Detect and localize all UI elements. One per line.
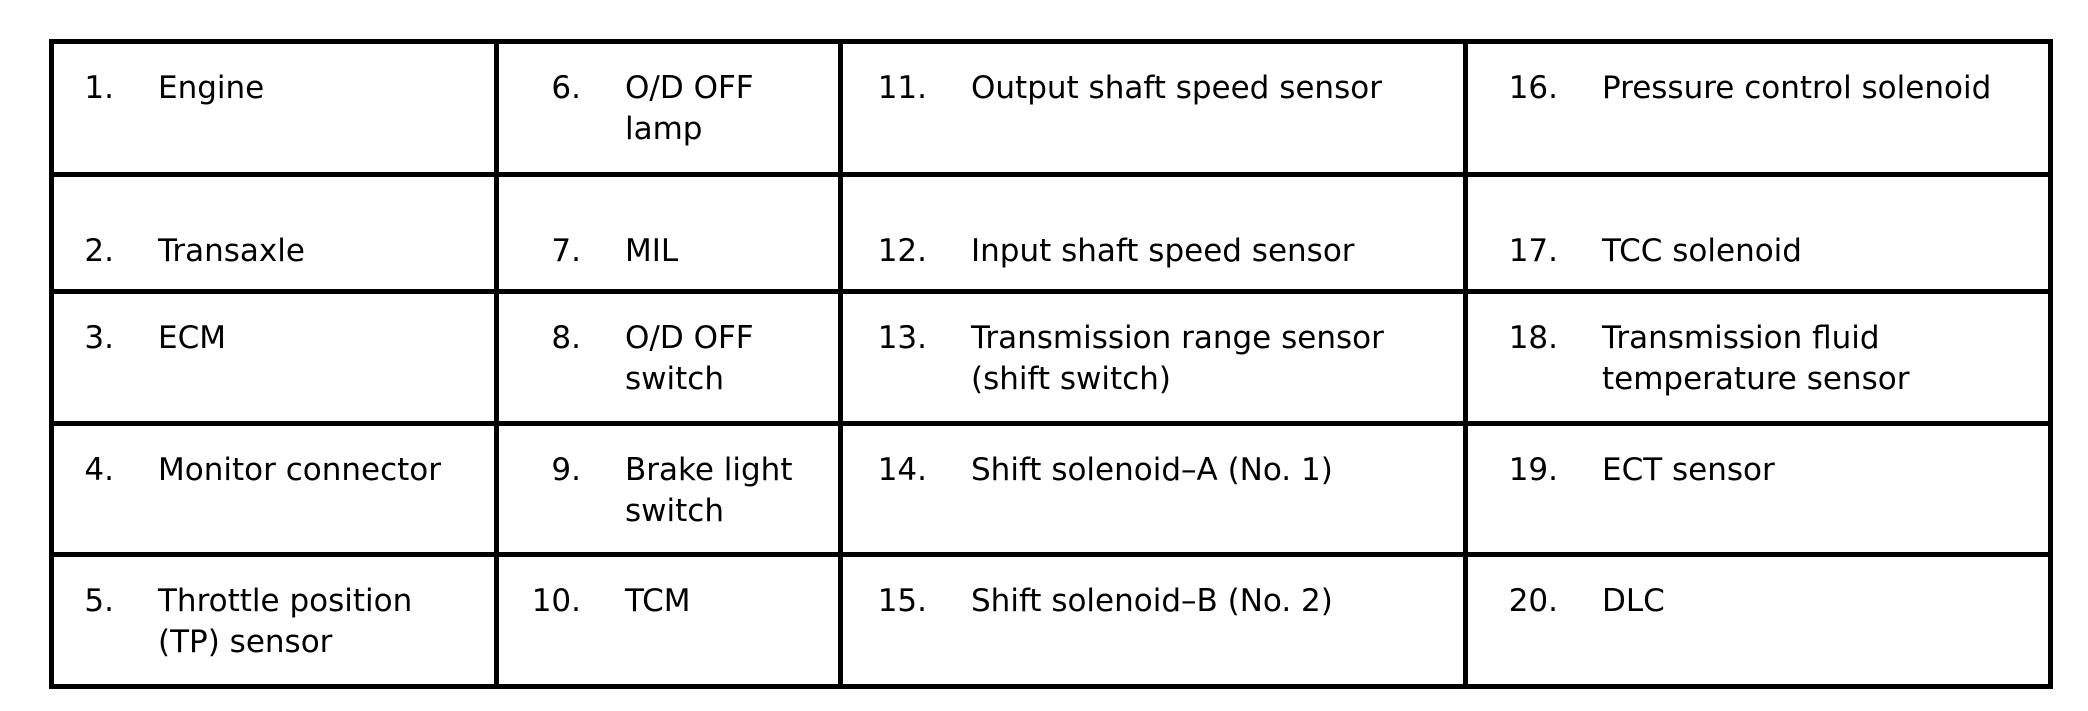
item-number: 2. — [84, 233, 114, 269]
item-label: Monitor connector — [158, 452, 441, 488]
legend-cell: 10. TCM — [494, 552, 843, 689]
component-legend-table: 1. Engine 6. O/D OFF lamp 11. Output shaft … — [49, 39, 2053, 689]
item-label: Brake light switch — [625, 452, 793, 529]
item-number: 14. — [877, 452, 927, 488]
legend-cell: 7. MIL — [494, 172, 843, 294]
legend-cell: 8. O/D OFF switch — [494, 289, 843, 426]
legend-cell: 13. Transmission range sensor (shift swit… — [838, 289, 1468, 426]
legend-cell: 16. Pressure control solenoid — [1463, 39, 2053, 177]
item-number: 20. — [1508, 583, 1558, 619]
item-number: 9. — [551, 452, 581, 488]
item-number: 19. — [1508, 452, 1558, 488]
item-number: 18. — [1508, 320, 1558, 356]
item-label: ECM — [158, 320, 226, 356]
table-row: 2. Transaxle 7. MIL 12. Input shaft speed s… — [49, 172, 2053, 294]
item-label: Engine — [158, 70, 265, 106]
item-number: 1. — [84, 70, 114, 106]
legend-cell: 20. DLC — [1463, 552, 2053, 689]
item-number: 16. — [1508, 70, 1558, 106]
item-number: 13. — [877, 320, 927, 356]
item-number: 4. — [84, 452, 114, 488]
legend-cell: 14. Shift solenoid–A (No. 1) — [838, 421, 1468, 557]
item-label: O/D OFF switch — [625, 320, 754, 397]
legend-cell: 1. Engine — [49, 39, 499, 177]
item-label: Pressure control solenoid — [1602, 70, 1992, 106]
item-number: 12. — [877, 233, 927, 269]
item-label: Transmission range sensor (shift switch) — [971, 320, 1384, 397]
item-label: Transmission fluid temperature sensor — [1602, 320, 1910, 397]
item-label: MIL — [625, 233, 679, 269]
item-number: 6. — [551, 70, 581, 106]
item-label: TCM — [625, 583, 691, 619]
item-number: 5. — [84, 583, 114, 619]
item-number: 11. — [877, 70, 927, 106]
item-number: 15. — [877, 583, 927, 619]
legend-cell: 19. ECT sensor — [1463, 421, 2053, 557]
table-row: 5. Throttle position (TP) sensor 10. TCM 1… — [49, 552, 2053, 689]
item-number: 3. — [84, 320, 114, 356]
legend-cell: 11. Output shaft speed sensor — [838, 39, 1468, 177]
legend-cell: 6. O/D OFF lamp — [494, 39, 843, 177]
legend-cell: 4. Monitor connector — [49, 421, 499, 557]
legend-cell: 18. Transmission fluid temperature sensor — [1463, 289, 2053, 426]
legend-cell: 3. ECM — [49, 289, 499, 426]
table-row: 1. Engine 6. O/D OFF lamp 11. Output shaft … — [49, 39, 2053, 177]
legend-cell: 12. Input shaft speed sensor — [838, 172, 1468, 294]
item-label: Output shaft speed sensor — [971, 70, 1382, 106]
legend-cell: 5. Throttle position (TP) sensor — [49, 552, 499, 689]
item-number: 10. — [531, 583, 581, 619]
item-label: ECT sensor — [1602, 452, 1775, 488]
legend-cell: 9. Brake light switch — [494, 421, 843, 557]
item-label: O/D OFF lamp — [625, 70, 754, 147]
item-label: Shift solenoid–A (No. 1) — [971, 452, 1333, 488]
item-label: Shift solenoid–B (No. 2) — [971, 583, 1333, 619]
legend-cell: 2. Transaxle — [49, 172, 499, 294]
legend-cell: 15. Shift solenoid–B (No. 2) — [838, 552, 1468, 689]
item-number: 8. — [551, 320, 581, 356]
legend-cell: 17. TCC solenoid — [1463, 172, 2053, 294]
item-label: Transaxle — [158, 233, 305, 269]
item-label: DLC — [1602, 583, 1665, 619]
item-label: TCC solenoid — [1602, 233, 1802, 269]
item-number: 17. — [1508, 233, 1558, 269]
item-number: 7. — [551, 233, 581, 269]
item-label: Throttle position (TP) sensor — [158, 583, 413, 660]
table-row: 3. ECM 8. O/D OFF switch 13. Transmission r… — [49, 289, 2053, 426]
item-label: Input shaft speed sensor — [971, 233, 1355, 269]
table-row: 4. Monitor connector 9. Brake light switch… — [49, 421, 2053, 557]
